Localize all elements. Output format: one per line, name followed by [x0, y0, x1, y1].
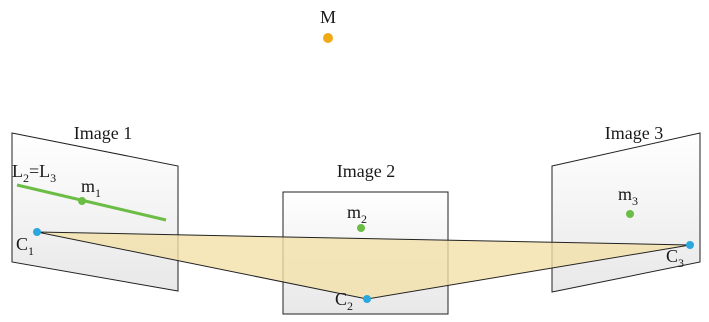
- point-m-label: M: [320, 7, 336, 27]
- image-point-m1: [78, 197, 86, 205]
- image-plane-1: [11, 132, 179, 292]
- trifocal-plane-triangle: [36, 231, 691, 300]
- image-point-m2: [357, 224, 365, 232]
- image-2-title: Image 2: [337, 161, 395, 181]
- point-m: [323, 33, 333, 43]
- camera-center-c2-label: C2: [335, 289, 353, 313]
- image-3-title: Image 3: [605, 123, 663, 143]
- image-1-title: Image 1: [74, 123, 132, 143]
- epipolar-line-l2-l3: [16, 183, 167, 222]
- image-point-m1-label: m1: [81, 176, 101, 200]
- image-point-m2-label: m2: [347, 202, 367, 226]
- epipolar-line-label: L2=L3: [12, 161, 56, 185]
- camera-center-c3-label: C3: [666, 246, 684, 270]
- camera-center-c1-label: C1: [16, 234, 34, 258]
- image-point-m3: [626, 210, 634, 218]
- camera-center-c2: [363, 295, 371, 303]
- image-point-m3-label: m3: [618, 184, 638, 208]
- camera-center-c3: [686, 241, 694, 249]
- camera-center-c1: [33, 228, 41, 236]
